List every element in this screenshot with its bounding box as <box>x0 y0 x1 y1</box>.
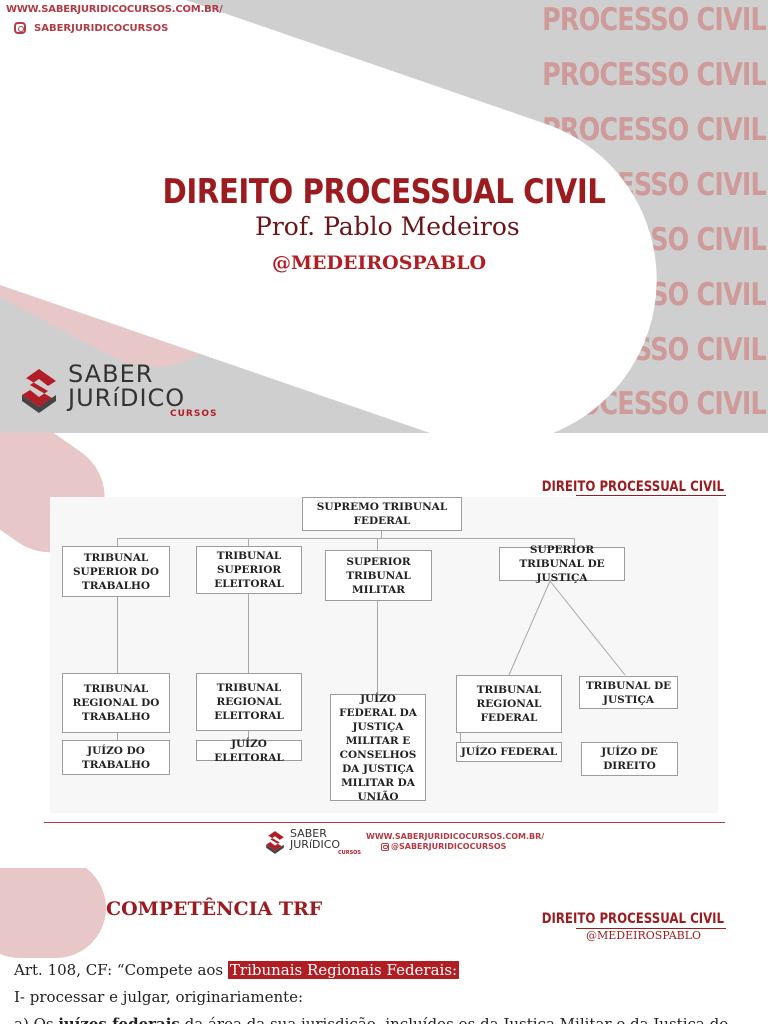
professor-name: Prof. Pablo Medeiros <box>255 212 520 241</box>
box-je: JUÍZO ELEITORAL <box>196 738 302 764</box>
connector <box>117 597 118 673</box>
decorative-blob <box>0 868 106 958</box>
connector <box>381 530 382 538</box>
item-prefix: a) Os <box>14 1015 59 1024</box>
box-tst: TRIBUNAL SUPERIOR DO TRABALHO <box>62 546 170 597</box>
box-jf: JUÍZO FEDERAL <box>456 742 562 762</box>
box-jt: JUÍZO DO TRABALHO <box>62 740 170 775</box>
connector <box>117 538 118 546</box>
footer-instagram-link[interactable]: @SABERJURIDICOCURSOS <box>381 842 506 851</box>
box-tj: TRIBUNAL DE JUSTIÇA <box>579 676 678 709</box>
header-underline <box>576 928 726 929</box>
footer-divider <box>44 822 725 823</box>
slide-header-handle: @MEDEIROSPABLO <box>586 929 702 942</box>
article-line-1: Art. 108, CF: “Compete aos Tribunais Reg… <box>14 961 460 979</box>
instagram-link[interactable]: SABERJURIDICOCURSOS <box>14 22 168 34</box>
connector <box>117 538 574 539</box>
header-underline <box>576 495 726 496</box>
instagram-icon <box>381 842 389 851</box>
logo-line-2: JURíDICO <box>290 838 341 851</box>
highlighted-term: Tribunais Regionais Federais: <box>227 961 460 979</box>
competencia-slide: COMPETÊNCIA TRF DIREITO PROCESSUAL CIVIL… <box>0 868 768 1024</box>
professor-handle: @MEDEIROSPABLO <box>272 252 487 274</box>
bold-term: juízes federais <box>58 1015 180 1024</box>
footer-instagram-handle: @SABERJURIDICOCURSOS <box>391 842 507 851</box>
instagram-icon <box>14 22 26 34</box>
footer-logo: SABER JURíDICO CURSOS <box>264 828 361 856</box>
box-jm: JUÍZO FEDERAL DA JUSTIÇA MILITAR E CONSE… <box>330 693 426 803</box>
org-chart: SUPREMO TRIBUNAL FEDERAL TRIBUNAL SUPERI… <box>50 497 718 813</box>
connector <box>248 594 249 673</box>
article-line-3: a) Os juízes federais da área da sua jur… <box>14 1015 728 1024</box>
connector <box>460 733 461 742</box>
box-trt: TRIBUNAL REGIONAL DO TRABALHO <box>62 673 170 733</box>
box-tse: TRIBUNAL SUPERIOR ELEITORAL <box>196 546 302 594</box>
box-jd: JUÍZO DE DIREITO <box>581 742 678 776</box>
instagram-handle: SABERJURIDICOCURSOS <box>34 22 169 34</box>
connector <box>248 731 249 740</box>
watermark-text: PROCESSO CIVIL <box>542 2 767 38</box>
box-trf: TRIBUNAL REGIONAL FEDERAL <box>456 675 562 733</box>
connector <box>574 538 575 547</box>
watermark-text: PROCESSO CIVIL <box>542 57 767 93</box>
slide-header-title: DIREITO PROCESSUAL CIVIL <box>541 911 724 927</box>
connector <box>377 601 378 694</box>
section-title: COMPETÊNCIA TRF <box>106 898 323 920</box>
logo-line-1: SABER <box>290 827 327 840</box>
connector-lines <box>508 580 626 676</box>
cover-slide: PROCESSO CIVIL PROCESSO CIVIL PROCESSO C… <box>0 0 768 433</box>
logo-line-3: CURSOS <box>338 850 362 856</box>
logo-s-icon <box>22 368 56 413</box>
box-stm: SUPERIOR TRIBUNAL MILITAR <box>325 550 432 601</box>
site-url[interactable]: WWW.SABERJURIDICOCURSOS.COM.BR/ <box>6 4 223 15</box>
box-stf: SUPREMO TRIBUNAL FEDERAL <box>302 497 462 531</box>
logo-line-2: JURíDICO <box>68 384 186 412</box>
brand-logo: SABER JURíDICO CURSOS <box>18 362 217 419</box>
box-stj: SUPERIOR TRIBUNAL DE JUSTIÇA <box>499 544 625 584</box>
slide-header-title: DIREITO PROCESSUAL CIVIL <box>541 479 724 495</box>
logo-line-3: CURSOS <box>170 409 218 419</box>
connector <box>377 538 378 550</box>
connector <box>117 733 118 740</box>
logo-s-icon <box>266 830 284 854</box>
box-tre: TRIBUNAL REGIONAL ELEITORAL <box>196 673 302 731</box>
course-title: DIREITO PROCESSUAL CIVIL <box>162 172 606 212</box>
footer-url[interactable]: WWW.SABERJURIDICOCURSOS.COM.BR/ <box>366 832 545 841</box>
article-line-2: I- processar e julgar, originariamente: <box>14 988 304 1006</box>
logo-line-1: SABER <box>68 360 154 388</box>
item-rest: da área da sua jurisdição, incluídos os … <box>179 1015 729 1024</box>
connector <box>248 538 249 546</box>
article-prefix: Art. 108, CF: “Compete aos <box>14 961 228 979</box>
org-chart-slide: DIREITO PROCESSUAL CIVIL @MEDEIROSPABLO … <box>0 433 768 868</box>
